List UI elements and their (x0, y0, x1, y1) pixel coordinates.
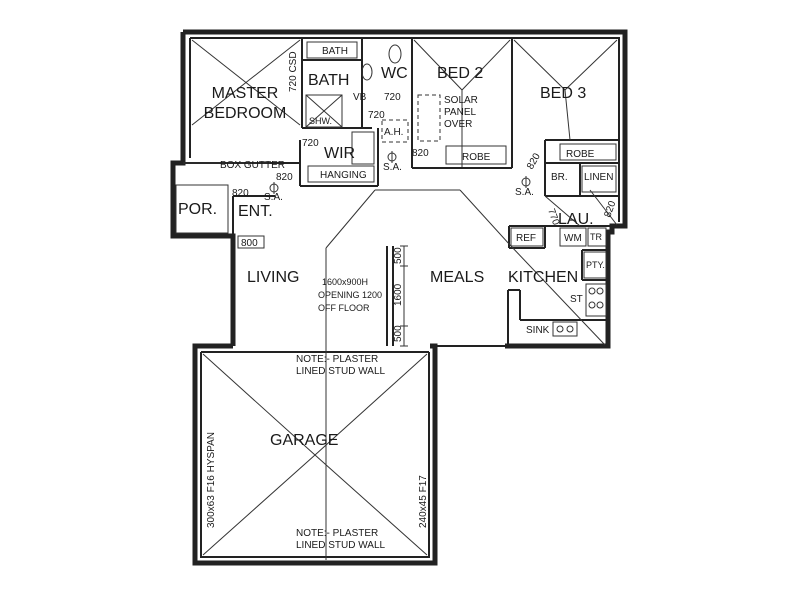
robe-bed3 (559, 143, 617, 161)
fridge-space (510, 227, 544, 247)
label-sa-3: S.A. (264, 192, 283, 203)
label-linen: LINEN (584, 172, 613, 183)
label-br: BR. (551, 172, 568, 183)
label-hanging: HANGING (320, 170, 367, 181)
shower-base (305, 94, 343, 128)
label-robe-2: ROBE (566, 149, 595, 160)
label-entry: ENT. (238, 203, 273, 220)
label-box-gutter: BOX GUTTER (220, 160, 285, 171)
label-master-bedroom: MASTER (212, 85, 279, 102)
wir-robe (351, 131, 375, 165)
label-bath-tub: BATH (322, 46, 348, 57)
label-wir: WIR (324, 145, 355, 162)
smoke-alarm-icons (269, 151, 531, 194)
label-bed2: BED 2 (437, 65, 483, 82)
label-meals: MEALS (430, 269, 484, 286)
bath-tub (306, 41, 358, 59)
label-820-5: 820 (602, 199, 618, 219)
hanging-rail (307, 165, 375, 183)
label-note-top-2: LINED STUD WALL (296, 366, 386, 377)
porch-step (175, 184, 229, 234)
label-solar-3: OVER (444, 119, 472, 130)
label-living: LIVING (247, 269, 299, 286)
label-kitchen: KITCHEN (508, 269, 578, 286)
trough (587, 227, 607, 247)
label-820-2: 820 (525, 151, 543, 171)
stove (585, 283, 607, 317)
washing-machine (559, 227, 587, 247)
label-sa-1: S.A. (383, 162, 402, 173)
label-pty: PTY. (586, 260, 605, 270)
label-opening-1: 1600x900H (322, 277, 368, 287)
label-note-bottom-2: LINED STUD WALL (296, 540, 386, 551)
label-hyspan: 300x63 F16 HYSPAN (206, 432, 217, 528)
label-wm: WM (564, 233, 582, 244)
label-sink: SINK (526, 325, 550, 336)
label-820-1: 820 (412, 148, 429, 159)
pantry (583, 251, 607, 279)
label-opening-3: OFF FLOOR (318, 303, 370, 313)
roof-hip-lines (191, 39, 618, 560)
label-bed3: BED 3 (540, 85, 586, 102)
solar-panel-outline (417, 94, 441, 142)
label-note-top-1: NOTE:- PLASTER (296, 354, 378, 365)
label-720-a: 720 (384, 92, 401, 103)
label-dim-1600: 1600 (393, 283, 404, 306)
label-wc: WC (381, 65, 408, 82)
kitchen-sink (552, 321, 578, 337)
label-720-csd: 720 CSD (288, 51, 299, 92)
label-f17: 240x45 F17 (418, 475, 429, 528)
label-dim-500-bot: 500 (393, 325, 404, 342)
exterior-walls (170, 29, 628, 566)
toilet-icon (388, 44, 402, 64)
label-bath: BATH (308, 72, 349, 89)
label-dim-500-top: 500 (393, 247, 404, 264)
annotations: 720 CSD VB 720 720 720 SHW. A.H. S.A. S.… (206, 51, 619, 551)
label-820-3: 820 (276, 172, 293, 183)
label-garage: GARAGE (270, 432, 338, 449)
robe-bed2 (445, 145, 507, 165)
label-laundry: LAU. (558, 211, 594, 228)
label-ref: REF (516, 233, 536, 244)
label-720-c: 720 (302, 138, 319, 149)
linen-cupboard (581, 165, 617, 193)
label-tr: TR (590, 232, 602, 242)
label-opening-2: OPENING 1200 (318, 290, 382, 300)
label-ah: A.H. (384, 127, 403, 138)
label-sa-2: S.A. (515, 187, 534, 198)
label-820-4: 820 (232, 188, 249, 199)
label-porch: POR. (178, 201, 217, 218)
ah-box (381, 119, 409, 143)
basin-icon (361, 63, 373, 81)
label-solar-1: SOLAR (444, 95, 478, 106)
label-800: 800 (241, 238, 258, 249)
fixtures (175, 41, 617, 347)
room-labels: MASTER BEDROOM BATH BATH WC BED 2 BED 3 … (178, 46, 594, 449)
label-st: ST (570, 294, 583, 305)
label-robe-1: ROBE (462, 152, 491, 163)
label-note-bottom-1: NOTE:- PLASTER (296, 528, 378, 539)
label-solar-2: PANEL (444, 107, 476, 118)
label-shw: SHW. (309, 116, 332, 126)
label-720-b: 720 (368, 110, 385, 121)
label-master-bedroom-line2: BEDROOM (204, 105, 287, 122)
label-vb: VB (353, 92, 367, 103)
